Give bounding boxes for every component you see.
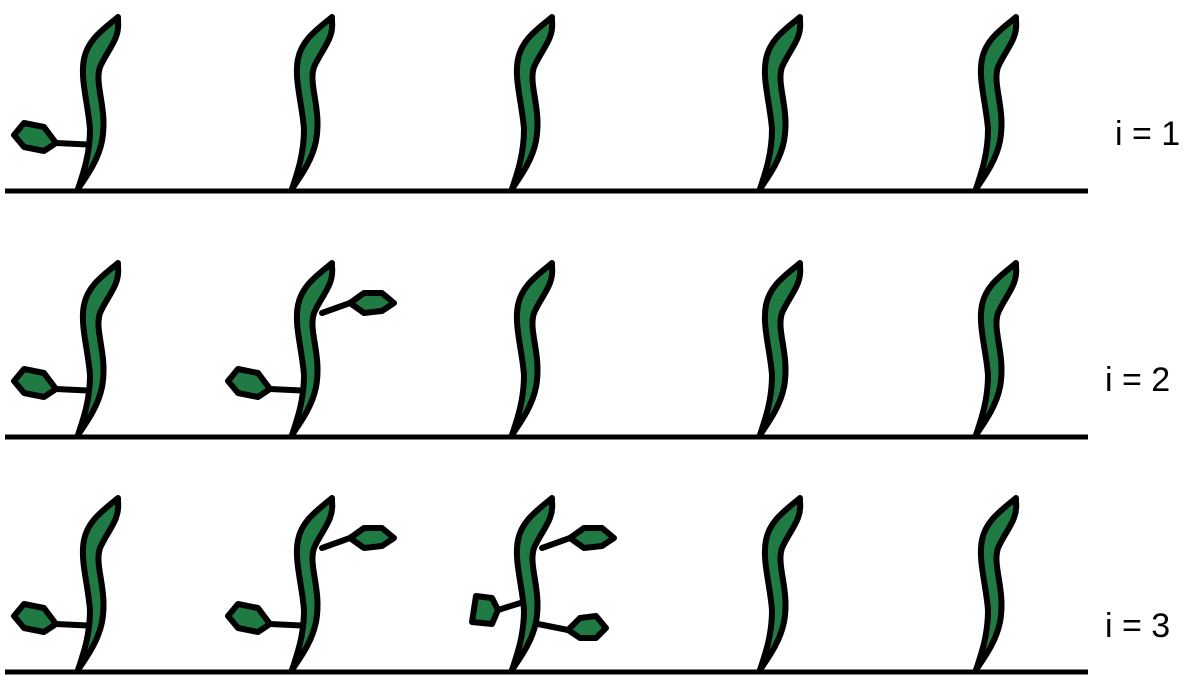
row-2: i = 2 (5, 260, 1170, 440)
plants-row-2 (11, 260, 1020, 438)
leaf (11, 120, 59, 154)
plant (757, 14, 804, 192)
plant-stem (289, 495, 336, 673)
plant (11, 14, 122, 192)
leaf (347, 525, 397, 551)
plant-stem (973, 14, 1020, 192)
leaf (567, 525, 617, 551)
leaf (469, 593, 501, 627)
plant (225, 260, 397, 438)
row-label: i = 1 (1115, 115, 1180, 153)
plant (11, 495, 122, 673)
plant-stem (289, 260, 336, 438)
plant (225, 495, 397, 673)
leaf (11, 601, 59, 635)
leaf (225, 601, 273, 635)
leaf-petiole (319, 300, 353, 316)
plant-stem (509, 260, 556, 438)
plant (757, 495, 804, 673)
leaf-petiole (539, 535, 573, 551)
leaf-petiole (319, 535, 353, 551)
plant-stem (757, 260, 804, 438)
plant-stem (973, 495, 1020, 673)
plant-stem (509, 495, 556, 673)
plant (509, 260, 556, 438)
plant-stem (757, 495, 804, 673)
plant-stem (75, 14, 122, 192)
plant-stem (509, 14, 556, 192)
plant (11, 260, 122, 438)
plant (509, 14, 556, 192)
leaf (11, 366, 59, 400)
plant-stem (75, 495, 122, 673)
row-1: i = 1 (5, 14, 1180, 194)
plant (469, 495, 617, 673)
row-label: i = 2 (1105, 361, 1170, 399)
leaf (347, 290, 397, 316)
row-3: i = 3 (5, 495, 1170, 675)
leaf-petiole (535, 621, 571, 633)
plant-stem (973, 260, 1020, 438)
plants-row-1 (11, 14, 1020, 192)
row-label: i = 3 (1105, 607, 1170, 645)
plant-stem (289, 14, 336, 192)
plant-stem (757, 14, 804, 192)
plant (973, 495, 1020, 673)
plant (289, 14, 336, 192)
plants-row-3 (11, 495, 1020, 673)
plant-stem (75, 260, 122, 438)
leaf (225, 366, 273, 400)
plant (973, 260, 1020, 438)
plant (757, 260, 804, 438)
plant (973, 14, 1020, 192)
leaf (565, 613, 609, 641)
